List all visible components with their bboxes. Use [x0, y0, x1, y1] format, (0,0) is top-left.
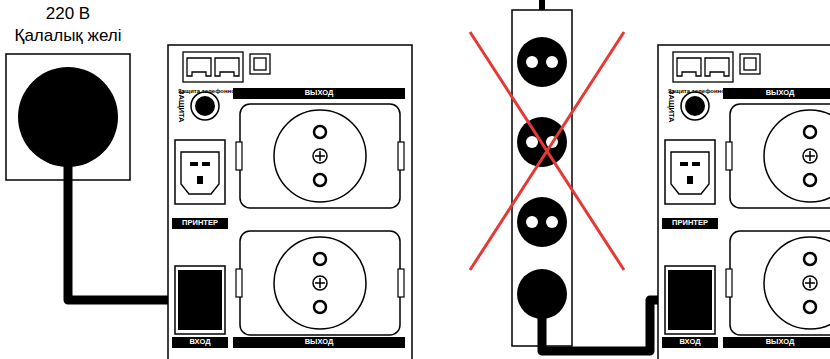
panel-label: ВХОД	[189, 338, 210, 346]
panel-label: Защита телефонной линии	[178, 88, 259, 95]
panel-label: ПРИНТЕР	[672, 219, 708, 227]
panel-label: ЗАЩИТА	[667, 90, 675, 123]
panel-label: ПРИНТЕР	[182, 219, 218, 227]
panel-label: Порт связи с ПК	[263, 88, 311, 95]
mains-label: 220 В	[46, 5, 90, 24]
panel-label: ВЫХОД	[766, 89, 795, 97]
panel-label: ЗАЩИТА	[177, 90, 185, 123]
panel-label: ВЫХОД	[766, 338, 795, 346]
panel-label: ВХОД	[679, 338, 700, 346]
panel-label: ВЫХОД	[305, 89, 334, 97]
panel-label: Защита телефонной линии	[668, 88, 749, 95]
panel-label: ВЫХОД	[305, 338, 334, 346]
mains-label: Қалалық желі	[15, 27, 122, 46]
